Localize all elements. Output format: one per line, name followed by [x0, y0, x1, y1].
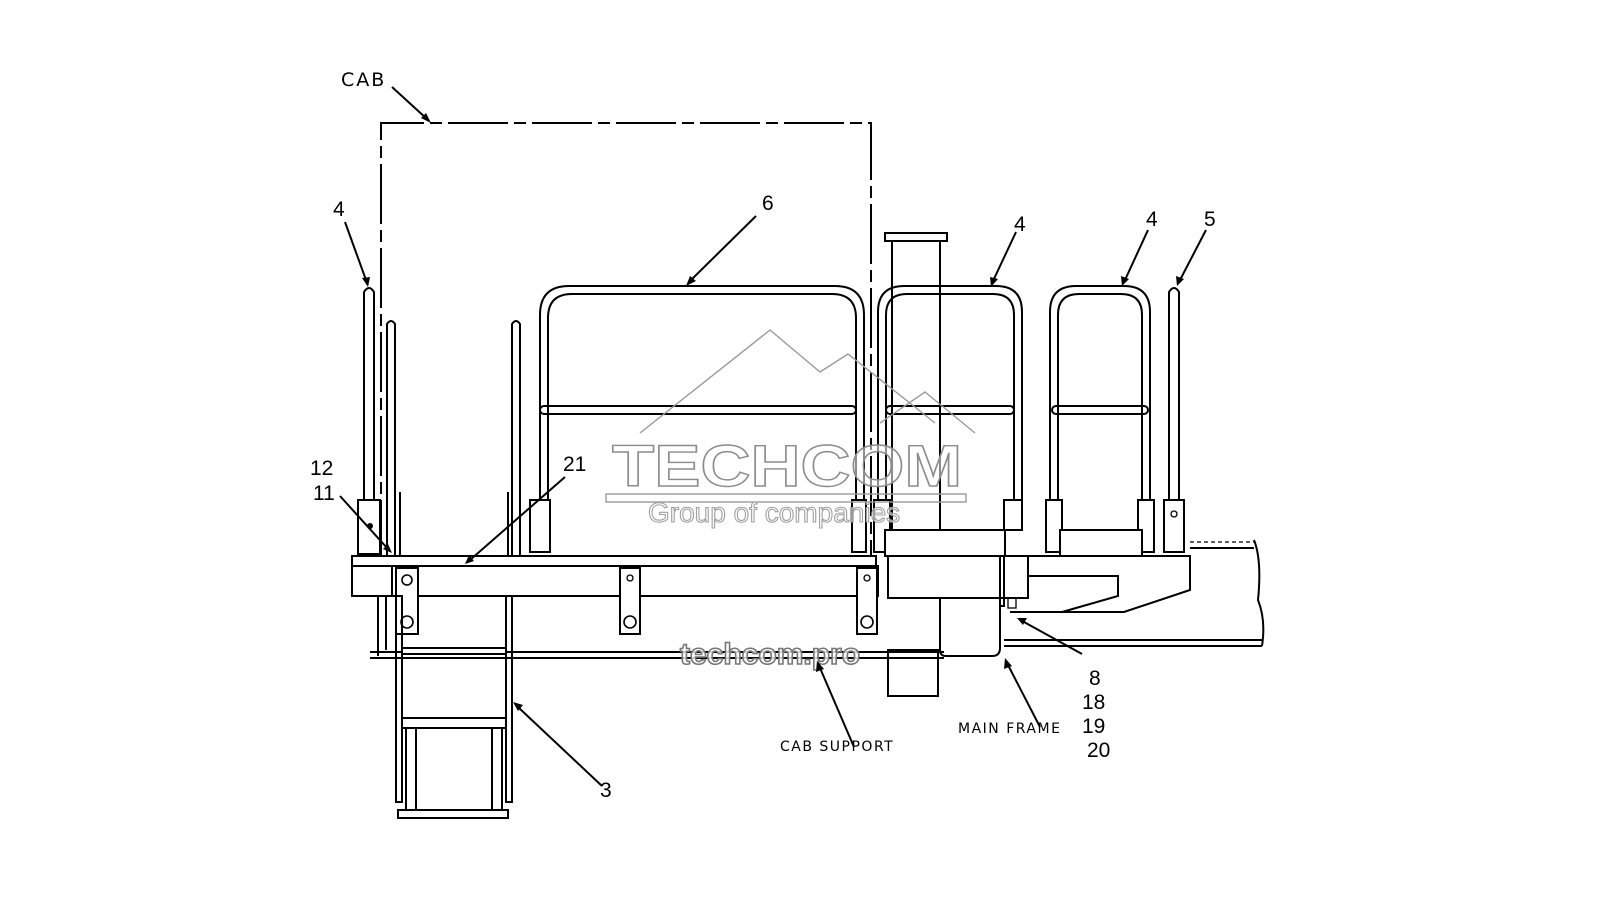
callout-4-middle: 4 [1014, 213, 1026, 236]
leader-lines [339, 86, 1207, 787]
label-cab: CAB [341, 69, 386, 91]
label-main-frame: MAIN FRAME [958, 721, 1061, 737]
callout-12: 12 [310, 457, 333, 480]
techcom-watermark: TECHCOM Group of companies techcom.pro [605, 329, 976, 672]
callout-4-left: 4 [333, 198, 345, 221]
callout-11: 11 [313, 482, 335, 505]
left-posts-4 [357, 287, 521, 560]
handrail-6 [529, 285, 867, 553]
callout-20: 20 [1087, 739, 1110, 762]
watermark-url: techcom.pro [680, 638, 860, 671]
callout-4-right: 4 [1146, 208, 1158, 231]
callout-5: 5 [1204, 208, 1216, 231]
watermark-brand: TECHCOM [612, 434, 962, 499]
step-ladder-3 [395, 595, 513, 819]
watermark-tagline: Group of companies [648, 497, 900, 528]
cab-outline [380, 122, 872, 560]
callout-18: 18 [1082, 691, 1105, 714]
main-frame [884, 529, 1265, 657]
platform-deck [351, 555, 879, 656]
label-cab-support: CAB SUPPORT [780, 739, 894, 755]
post-5 [1163, 287, 1185, 553]
callout-6: 6 [762, 192, 774, 215]
labels: CAB CAB SUPPORT MAIN FRAME [341, 69, 1061, 755]
callout-3: 3 [600, 779, 612, 802]
callout-19: 19 [1082, 715, 1105, 738]
callouts: 4 6 4 4 5 12 11 21 3 8 18 19 20 [310, 192, 1216, 802]
handrail-4-right [1045, 285, 1155, 553]
callout-21: 21 [563, 453, 586, 476]
callout-8: 8 [1089, 667, 1101, 690]
